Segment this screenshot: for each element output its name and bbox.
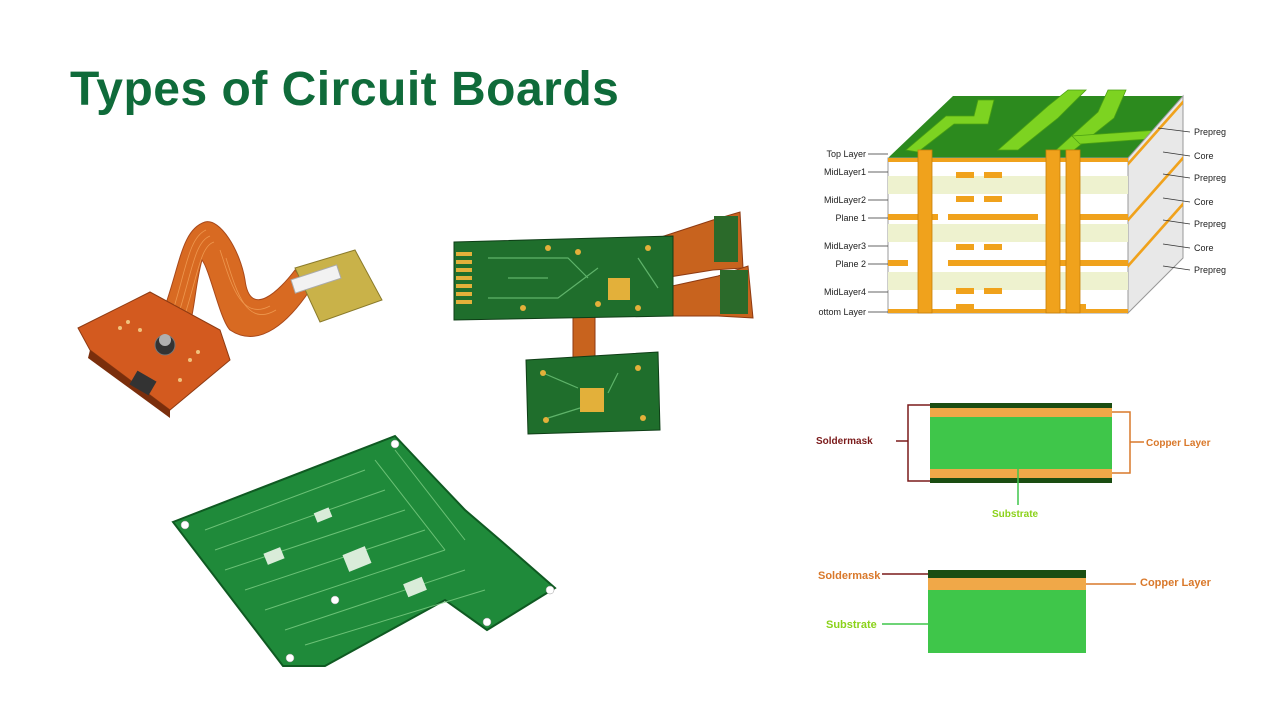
chip-pad-top <box>608 278 630 300</box>
label-prepreg-2: Prepreg <box>1194 173 1226 183</box>
right-labels: Prepreg Core Prepreg Core Prepreg Core P… <box>1194 127 1226 275</box>
flex-tail-tip-1 <box>714 216 738 262</box>
copper <box>928 578 1086 590</box>
component-pads <box>263 507 427 598</box>
chip-pad-bottom <box>580 388 604 412</box>
slide-title: Types of Circuit Boards <box>70 63 620 116</box>
capacitor-top <box>159 334 171 346</box>
rigid-flex-pcb-photo <box>453 211 754 435</box>
label-midlayer1: MidLayer1 <box>824 167 866 177</box>
label-plane1: Plane 1 <box>835 213 866 223</box>
side-copper <box>1128 100 1183 268</box>
label-top-layer: Top Layer <box>826 149 866 159</box>
through-vias <box>917 149 1081 314</box>
traces-bottom <box>542 372 619 419</box>
board-edge <box>88 350 170 418</box>
double-copper-label: Copper Layer <box>1146 438 1211 449</box>
label-prepreg-4: Prepreg <box>1194 265 1226 275</box>
substrate <box>928 590 1086 653</box>
label-bottom-layer: Bottom Layer <box>818 307 866 317</box>
single-copper-label: Copper Layer <box>1140 577 1212 589</box>
label-midlayer3: MidLayer3 <box>824 241 866 251</box>
connector <box>290 264 342 294</box>
left-leaders <box>868 153 888 313</box>
solder-pads <box>118 320 200 382</box>
double-substrate-label: Substrate <box>992 509 1039 520</box>
copper-bracket <box>1112 411 1131 474</box>
soldermask <box>928 570 1086 578</box>
multilayer-stackup-diagram: Top Layer MidLayer1 MidLayer2 Plane 1 Mi… <box>818 89 1226 317</box>
substrate <box>930 417 1112 469</box>
top-traces <box>905 89 1163 153</box>
flex-pcb-photo <box>77 221 383 418</box>
single-soldermask-label: Soldermask <box>818 570 881 582</box>
traces-top <box>488 257 659 299</box>
gold-fingers <box>456 252 472 304</box>
copper-top <box>930 408 1112 417</box>
vias-top <box>520 245 651 311</box>
single-layer-diagram: Soldermask Copper Layer Substrate <box>818 570 1212 653</box>
rigid-pcb-photo <box>171 434 557 667</box>
mounting-holes <box>180 439 555 663</box>
connector-board <box>294 249 383 323</box>
double-soldermask-label: Soldermask <box>816 436 873 447</box>
usb-port <box>129 370 157 396</box>
label-prepreg-1: Prepreg <box>1194 127 1226 137</box>
double-layer-diagram: Soldermask Copper Layer Substrate <box>816 403 1211 520</box>
copper-layers <box>888 158 1128 313</box>
flex-tail-tip-2 <box>720 270 748 314</box>
soldermask-bottom <box>930 478 1112 483</box>
label-prepreg-3: Prepreg <box>1194 219 1226 229</box>
label-core-2: Core <box>1194 197 1214 207</box>
rigid-board <box>77 291 231 411</box>
label-plane2: Plane 2 <box>835 259 866 269</box>
soldermask-bracket <box>907 404 930 482</box>
single-substrate-label: Substrate <box>826 619 877 631</box>
label-midlayer4: MidLayer4 <box>824 287 866 297</box>
soldermask-top <box>930 403 1112 408</box>
traces <box>204 449 486 646</box>
vias-bottom <box>540 365 646 423</box>
label-core-3: Core <box>1194 243 1214 253</box>
left-labels: Top Layer MidLayer1 MidLayer2 Plane 1 Mi… <box>818 149 866 317</box>
right-leaders <box>1157 127 1191 271</box>
label-midlayer2: MidLayer2 <box>824 195 866 205</box>
copper-bottom <box>930 469 1112 478</box>
label-core-1: Core <box>1194 151 1214 161</box>
